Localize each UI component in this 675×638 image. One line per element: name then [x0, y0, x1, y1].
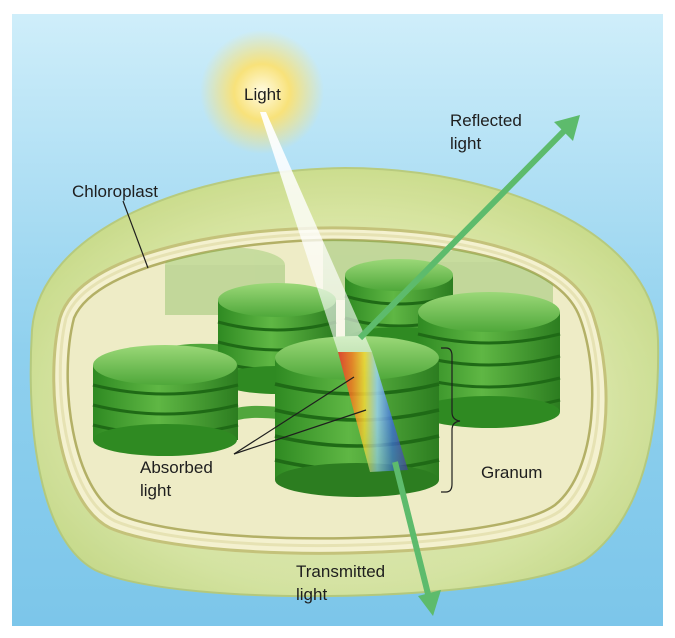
- granum-right: [417, 292, 561, 428]
- chloroplast-leader-line: [122, 200, 149, 269]
- reflected-light-arrow: [357, 127, 568, 341]
- absorbed-light-label-line2: light: [140, 481, 172, 500]
- transmitted-light-arrow: [392, 461, 432, 599]
- light-label: Light: [244, 85, 281, 104]
- sun-icon: [200, 30, 324, 154]
- absorbed-leader-line-1: [233, 376, 355, 455]
- reflected-light-label-line1: Reflected: [450, 111, 522, 130]
- granum-left: [92, 345, 239, 456]
- arrow-down-icon: [418, 590, 441, 616]
- thylakoid-system: [92, 239, 561, 497]
- reflected-light-label-line2: light: [450, 134, 482, 153]
- intermembrane-space: [58, 232, 600, 548]
- chloroplast-label: Chloroplast: [72, 182, 158, 201]
- transmitted-light-label-line1: Transmitted: [296, 562, 386, 581]
- transmitted-light-label-line2: light: [296, 585, 328, 604]
- absorbed-spectrum: [338, 352, 408, 472]
- absorbed-light-label-line1: Absorbed: [140, 458, 213, 477]
- incoming-light-beam: [260, 112, 372, 352]
- absorbed-leader-line-2: [233, 409, 367, 455]
- granum-label: Granum: [481, 463, 543, 482]
- arrow-up-right-icon: [554, 115, 580, 141]
- granum-bracket: [441, 347, 461, 493]
